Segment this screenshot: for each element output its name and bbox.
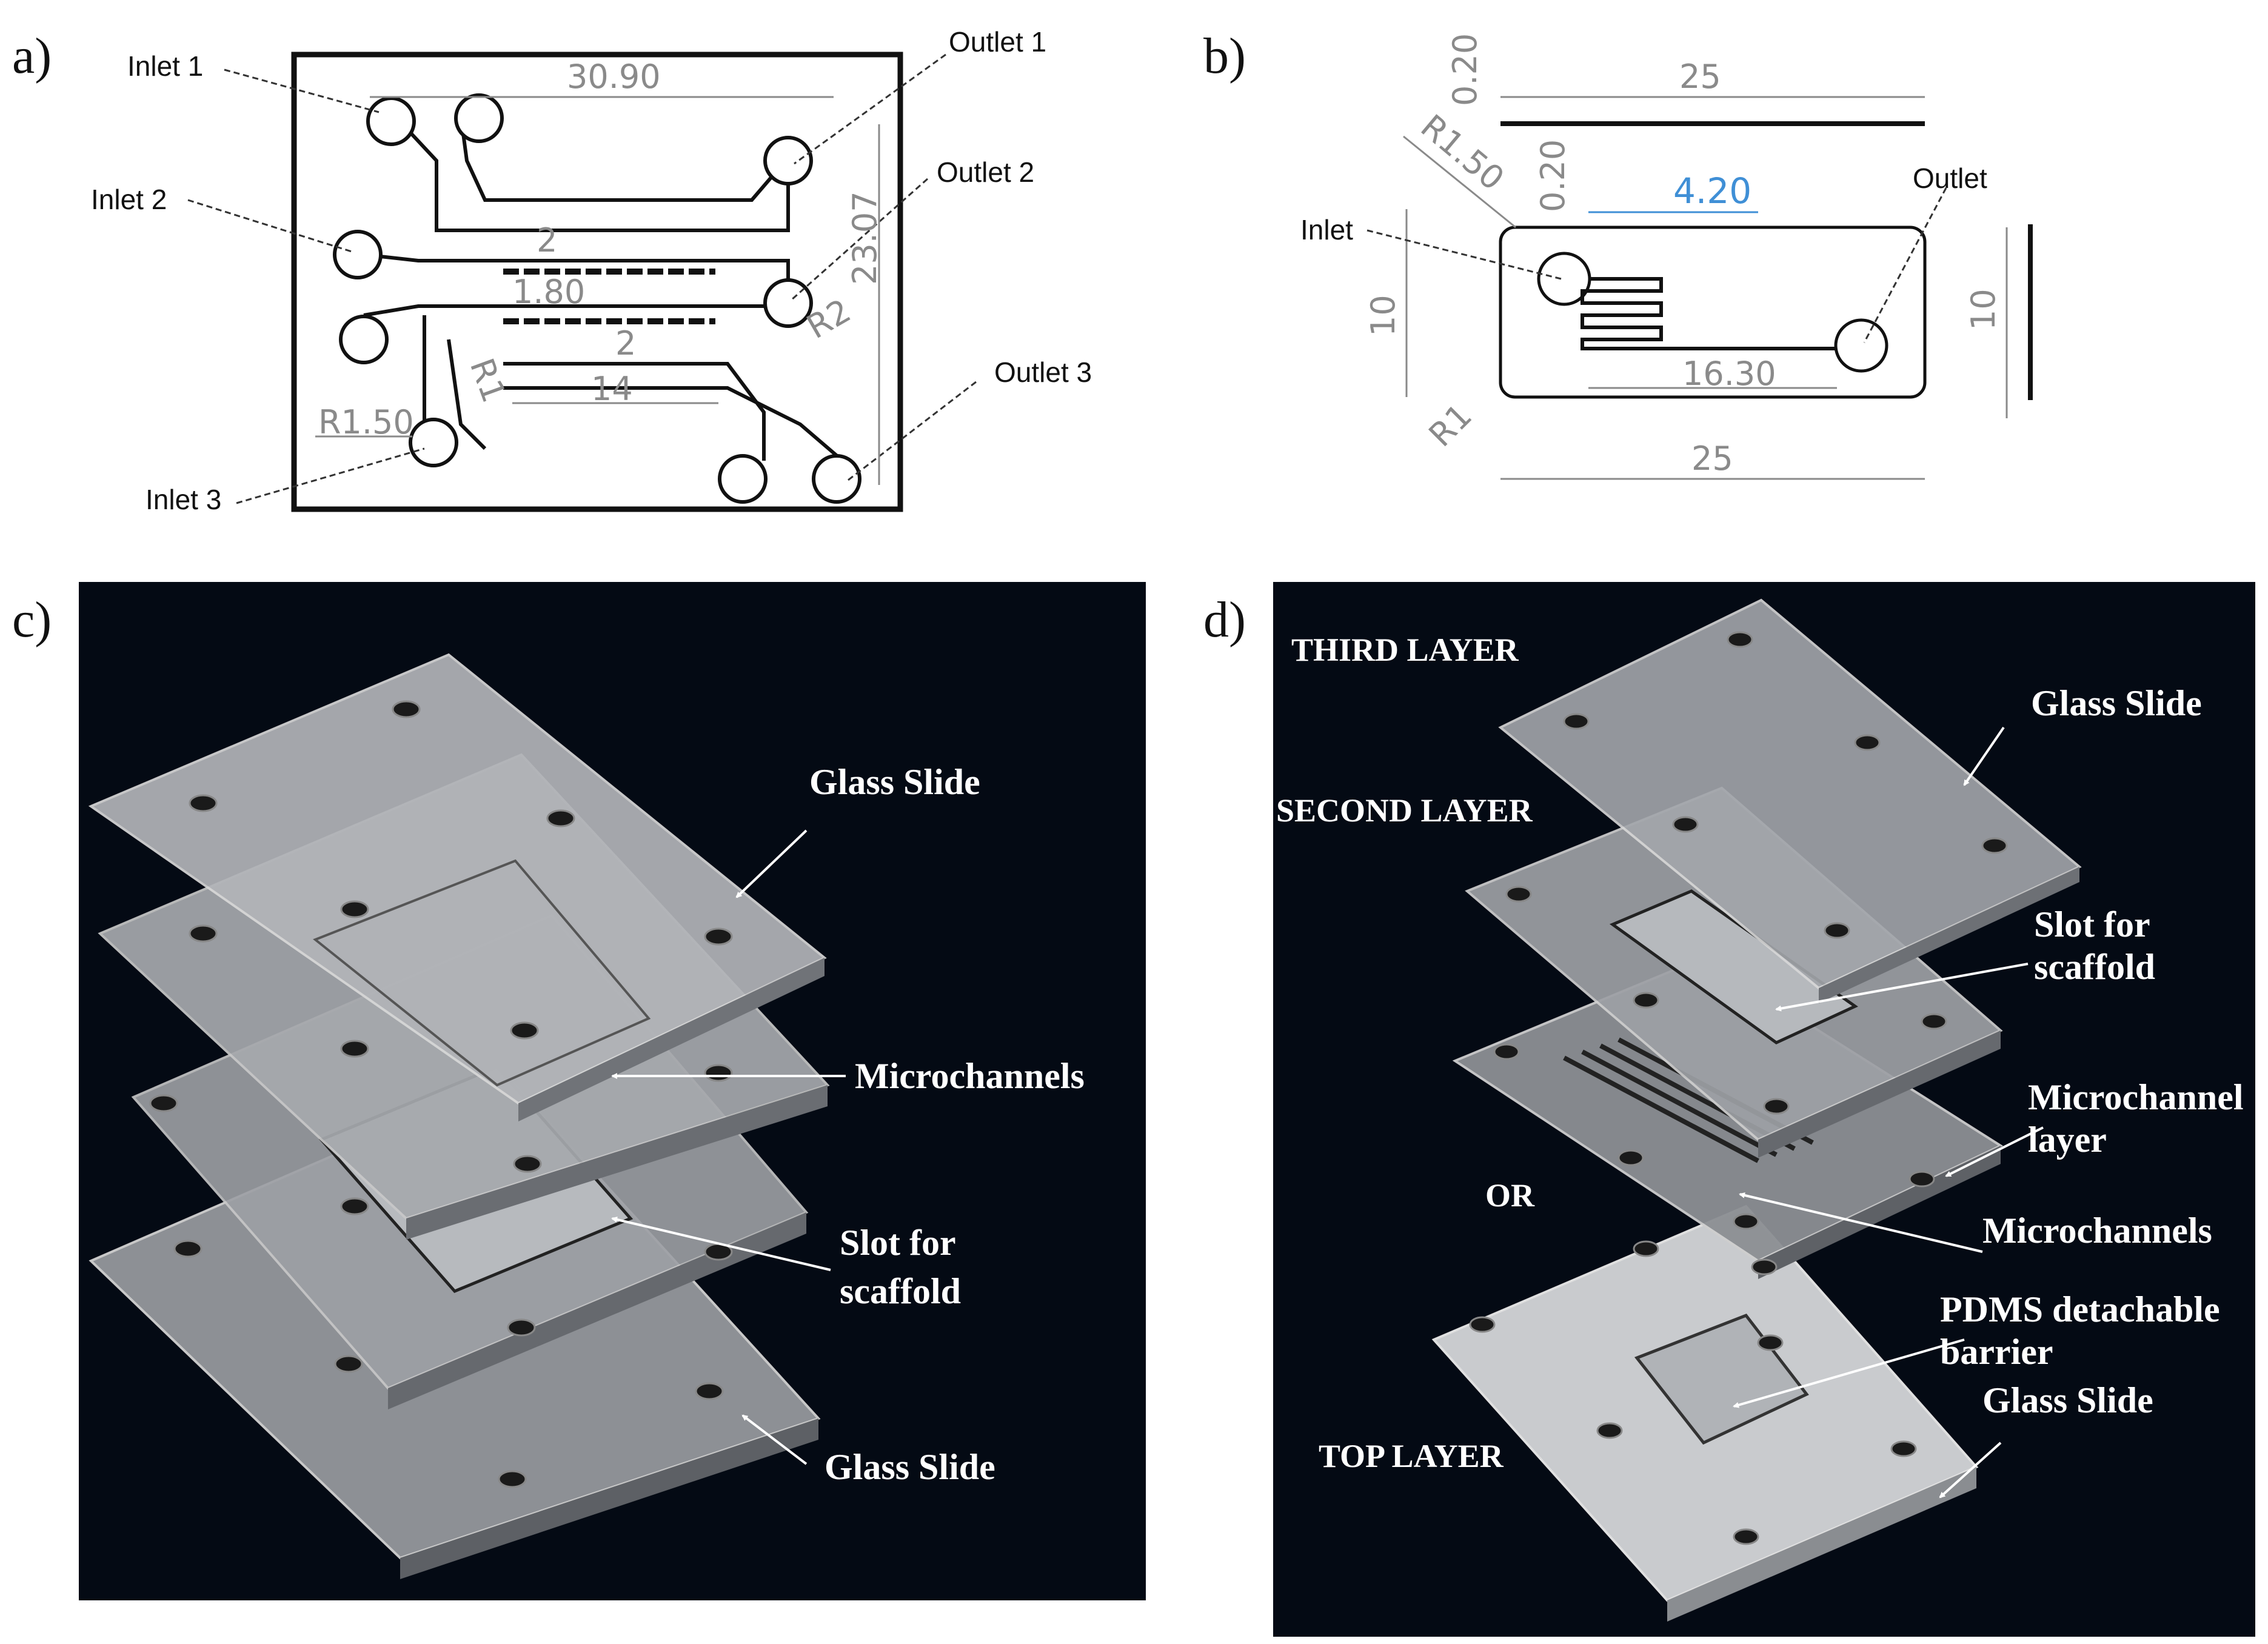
dim-height-a: 23.07 [846, 191, 884, 285]
panel-d: d) [1203, 582, 2255, 1637]
callout-microchannels-d: Microchannels [1982, 1211, 2212, 1251]
holes-d [1469, 631, 2008, 1545]
dim-r1-a: R1 [463, 353, 513, 407]
dim-gap-top-a: 2 [537, 221, 557, 259]
side-view-slab-b [1500, 121, 1925, 126]
label-outlet-2: Outlet 2 [937, 156, 1034, 188]
layer-or-d: OR [1485, 1177, 1535, 1214]
edge-view-slab-b [2028, 224, 2033, 400]
leaders-a [187, 53, 977, 504]
callout-slot-line1-c: Slot for [840, 1223, 956, 1263]
label-outlet-3: Outlet 3 [994, 356, 1092, 388]
panel-b: b) Inlet Outlet 0.20 25 R1.50 0.20 4.20 … [1203, 28, 2033, 480]
callout-pdms-line1-d: PDMS detachable [1940, 1289, 2220, 1329]
dim-bottom-len-b: 25 [1691, 439, 1733, 478]
outlet-port-b [1834, 318, 1888, 373]
callout-glass-top-c: Glass Slide [809, 762, 980, 802]
panel-c-tag: c) [12, 592, 52, 648]
callout-pdms-line2-d: barrier [1940, 1332, 2053, 1372]
label-outlet-1: Outlet 1 [949, 26, 1046, 58]
dim-r-inlet-a: R1.50 [318, 403, 414, 441]
layer-third-d: THIRD LAYER [1291, 632, 1519, 668]
callout-slot-line2-c: scaffold [840, 1271, 961, 1311]
callout-glass-bottom-d: Glass Slide [1982, 1380, 2153, 1420]
panel-b-tag: b) [1203, 28, 1246, 84]
callout-mc-layer-line1-d: Microchannel [2028, 1077, 2244, 1117]
dimension-lines-a [315, 96, 880, 485]
dim-serpentine-b: 4.20 [1673, 170, 1751, 212]
label-inlet-3: Inlet 3 [146, 484, 221, 515]
callout-glass-top-d: Glass Slide [2031, 683, 2202, 723]
dim-r-corner-b: R1 [1422, 396, 1479, 454]
channel-outline-c [313, 859, 651, 1087]
callout-arrows-c [611, 829, 846, 1465]
dim-width-a: 30.90 [567, 58, 661, 96]
layer-second-d: SECOND LAYER [1276, 792, 1533, 829]
second-layer-d [1465, 786, 2003, 1158]
dim-channel-len-a: 14 [591, 370, 633, 408]
layer-top-d: TOP LAYER [1319, 1438, 1504, 1474]
dim-height-left-b: 10 [1364, 295, 1402, 336]
panel-c: c) [12, 582, 1146, 1600]
label-inlet-b: Inlet [1300, 214, 1353, 246]
panel-a-tag: a) [12, 28, 52, 84]
channel-network-a [363, 113, 844, 463]
callout-mc-layer-line2-d: layer [2028, 1120, 2107, 1160]
callout-slot-line2-d: scaffold [2034, 947, 2155, 987]
dim-gap-bottom-a: 2 [615, 324, 636, 363]
serpentine-channel-b [1581, 277, 1837, 350]
membrane-dashes-a [503, 269, 715, 324]
callout-microchannels-c: Microchannels [855, 1056, 1085, 1096]
dim-top-len-b: 25 [1679, 58, 1721, 96]
label-inlet-2: Inlet 2 [91, 184, 167, 215]
chip-outline-a [291, 52, 903, 512]
chip-outline-b [1499, 226, 1927, 399]
dim-height-right-b: 10 [1964, 289, 2002, 330]
label-outlet-b: Outlet [1913, 162, 1987, 194]
dim-spacing-b: 0.20 [1534, 139, 1572, 212]
leaders-b [1366, 187, 1947, 343]
panel-d-tag: d) [1203, 592, 1246, 648]
dim-gap-mid-a: 1.80 [512, 273, 585, 311]
label-inlet-1: Inlet 1 [127, 50, 203, 82]
callout-glass-bottom-c: Glass Slide [825, 1447, 995, 1487]
panel-a: a) [12, 26, 1092, 515]
callout-arrows-d [1733, 726, 2044, 1499]
dim-channel-b: 16.30 [1682, 355, 1776, 393]
third-layer-d [1498, 598, 2082, 1003]
dim-thickness-b: 0.20 [1446, 33, 1484, 106]
callout-slot-line1-d: Slot for [2034, 904, 2150, 944]
dimension-lines-b [1403, 96, 2008, 480]
glass-slide-top-c [88, 653, 827, 1121]
